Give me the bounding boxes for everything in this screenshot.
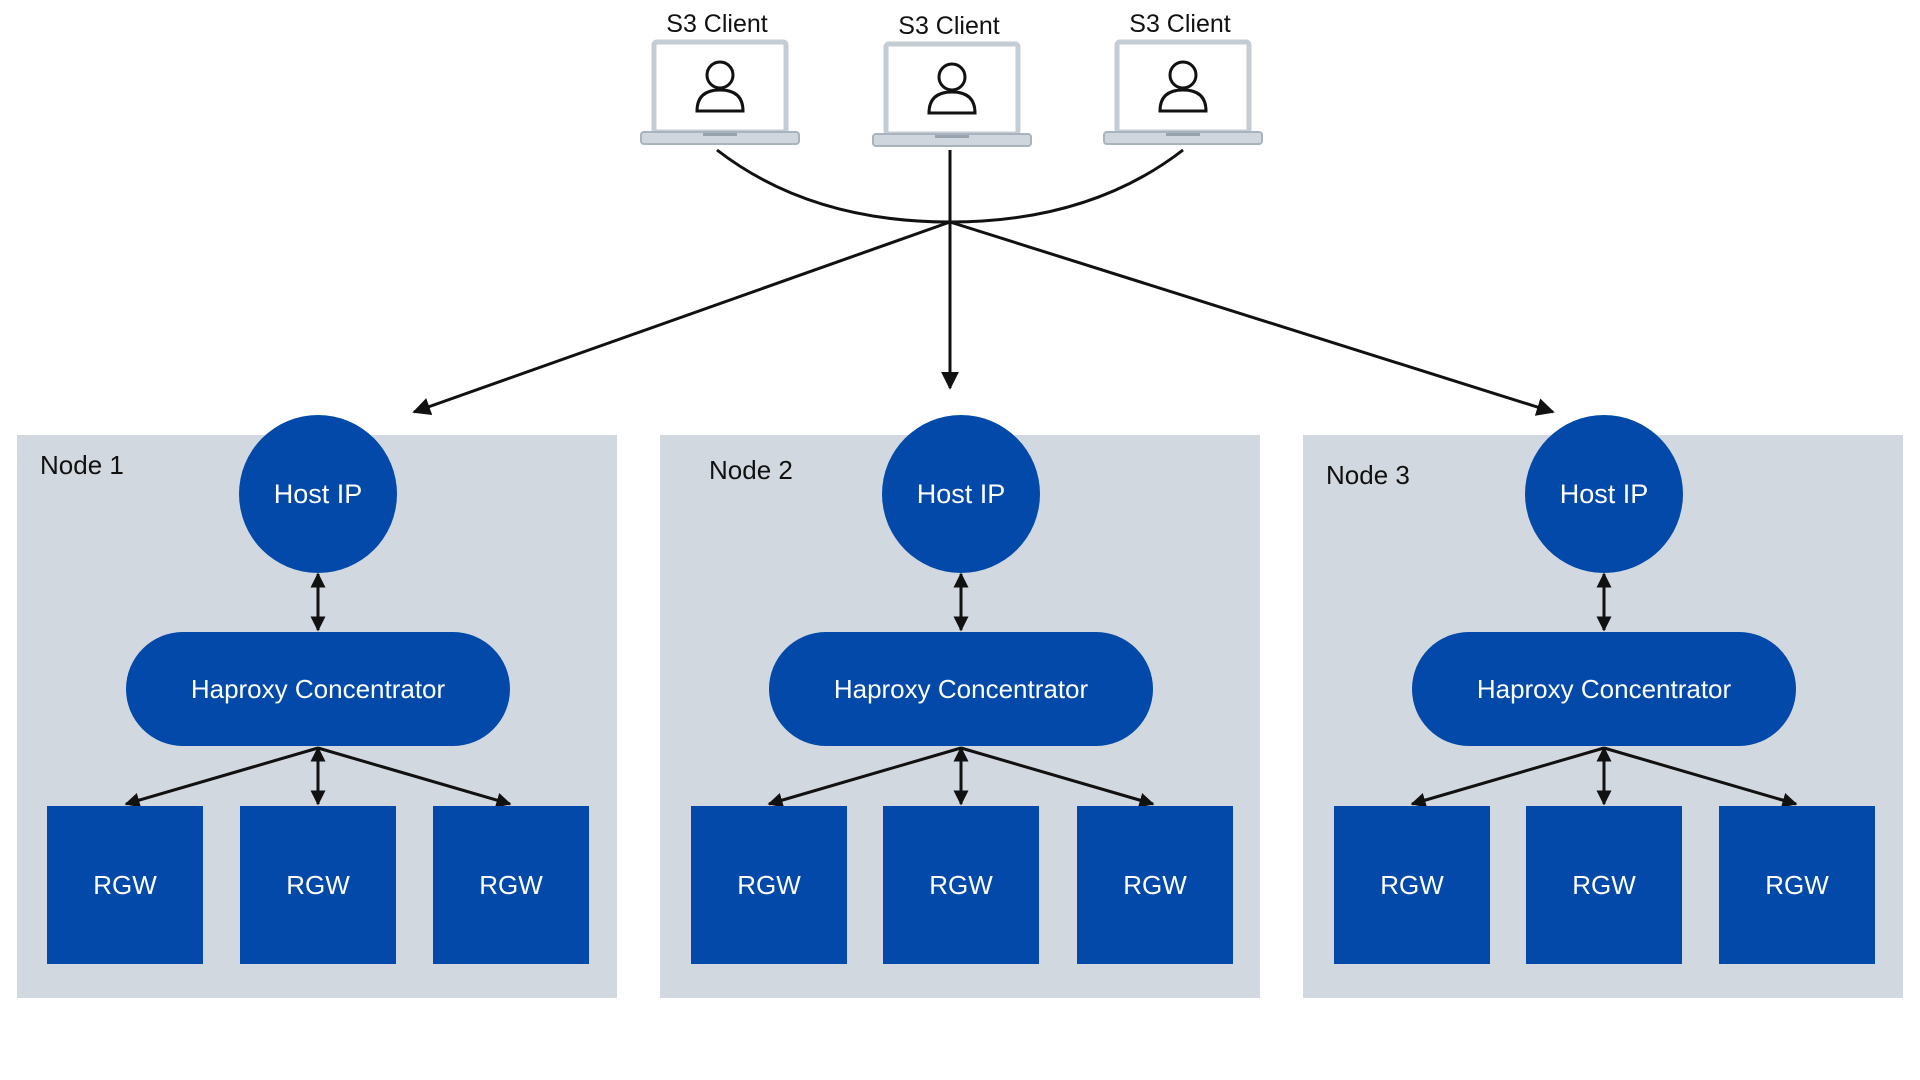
- node-title: Node 2: [709, 455, 793, 485]
- rgw-box: RGW: [691, 806, 847, 964]
- client-3: [1100, 38, 1266, 150]
- rgw-box: RGW: [1334, 806, 1490, 964]
- rgw-box: RGW: [433, 806, 589, 964]
- proxy-to-rgw-arrow: [960, 746, 1155, 808]
- laptop-user-icon: [640, 39, 800, 145]
- rgw-box: RGW: [47, 806, 203, 964]
- proxy-to-rgw-arrow: [317, 746, 512, 808]
- node-title: Node 1: [40, 450, 124, 480]
- haproxy-concentrator: Haproxy Concentrator: [126, 632, 510, 746]
- rgw-box: RGW: [883, 806, 1039, 964]
- laptop-user-icon: [1103, 39, 1263, 145]
- haproxy-concentrator: Haproxy Concentrator: [769, 632, 1153, 746]
- rgw-box: RGW: [1526, 806, 1682, 964]
- hub-to-node-3-arrow: [949, 220, 1555, 416]
- client-link-right: [949, 148, 1184, 224]
- proxy-to-rgw-arrow: [1603, 746, 1798, 808]
- rgw-box: RGW: [240, 806, 396, 964]
- rgw-box: RGW: [1719, 806, 1875, 964]
- haproxy-concentrator: Haproxy Concentrator: [1412, 632, 1796, 746]
- proxy-to-rgw-arrow: [124, 746, 319, 808]
- client-label: S3 Client: [1129, 10, 1231, 38]
- proxy-to-rgw-arrow: [767, 746, 962, 808]
- client-label: S3 Client: [666, 10, 768, 38]
- node-title: Node 3: [1326, 460, 1410, 490]
- laptop-user-icon: [872, 41, 1032, 147]
- client-1: [637, 38, 803, 150]
- hub-to-node-1-arrow: [412, 220, 951, 416]
- client-link-left: [716, 148, 951, 224]
- host-ip-circle: Host IP: [239, 415, 397, 573]
- client-2: [869, 40, 1035, 152]
- host-ip-circle: Host IP: [882, 415, 1040, 573]
- host-ip-circle: Host IP: [1525, 415, 1683, 573]
- rgw-box: RGW: [1077, 806, 1233, 964]
- client-label: S3 Client: [898, 12, 1000, 40]
- proxy-to-rgw-arrow: [1410, 746, 1605, 808]
